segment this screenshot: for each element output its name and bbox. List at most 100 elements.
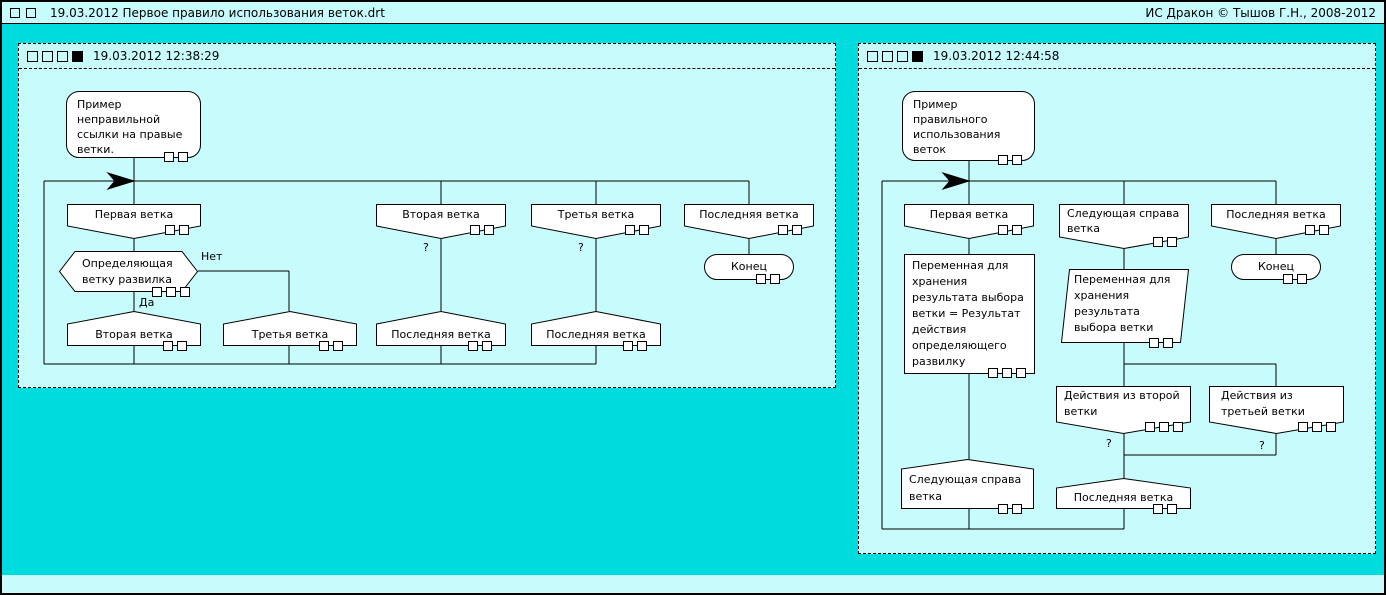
- window-box-icon[interactable]: [10, 7, 20, 18]
- io-node[interactable]: Переменная для хранения результата выбор…: [1060, 269, 1190, 348]
- branch-icon-first[interactable]: Первая ветка: [904, 204, 1034, 240]
- app-credit: ИС Дракон © Тышов Г.Н., 2008-2012: [1145, 5, 1376, 20]
- document-title: 19.03.2012 Первое правило использования …: [50, 5, 385, 20]
- handle-icon[interactable]: [998, 155, 1008, 165]
- handle-icon[interactable]: [1153, 237, 1163, 247]
- handle-icon[interactable]: [1153, 504, 1163, 514]
- panel-box-icon[interactable]: [57, 50, 68, 62]
- node-handles: [998, 155, 1022, 165]
- handle-icon[interactable]: [179, 225, 189, 235]
- handle-icon[interactable]: [998, 225, 1008, 235]
- handle-icon[interactable]: [1298, 422, 1308, 432]
- handle-icon[interactable]: [164, 152, 174, 162]
- node-label: Пример неправильной ссылки на правые вет…: [77, 98, 183, 156]
- handle-icon[interactable]: [180, 287, 190, 297]
- address-icon-last[interactable]: Последняя ветка: [1056, 477, 1191, 514]
- handle-icon[interactable]: [1312, 422, 1322, 432]
- handle-icon[interactable]: [770, 274, 780, 284]
- handle-icon[interactable]: [625, 225, 635, 235]
- handle-icon[interactable]: [1297, 274, 1307, 284]
- fork-yes-label: Да: [139, 296, 155, 309]
- diagram-window-wrong-example[interactable]: 19.03.2012 12:38:29 Пример неправильной …: [18, 43, 836, 388]
- end-node[interactable]: Конец: [1231, 254, 1321, 284]
- branch-icon-last[interactable]: Последняя ветка: [1211, 204, 1341, 240]
- handle-icon[interactable]: [1145, 422, 1155, 432]
- node-handles: [1153, 237, 1177, 247]
- fork-decision-node[interactable]: Определяющая ветку развилка: [58, 251, 199, 297]
- handle-icon[interactable]: [1159, 422, 1169, 432]
- handle-icon[interactable]: [988, 368, 998, 378]
- handle-icon[interactable]: [778, 225, 788, 235]
- node-handles: [165, 225, 189, 235]
- address-icon-last-2[interactable]: Последняя ветка: [531, 310, 661, 351]
- handle-icon[interactable]: [1012, 225, 1022, 235]
- branch-icon-second[interactable]: Вторая ветка: [376, 204, 506, 240]
- handle-icon[interactable]: [1319, 225, 1329, 235]
- handle-icon[interactable]: [1149, 338, 1159, 348]
- panel-box-filled-icon[interactable]: [72, 50, 83, 62]
- handle-icon[interactable]: [1283, 274, 1293, 284]
- case-icon-third[interactable]: Действия из третьей ветки: [1209, 386, 1344, 435]
- node-handles: [1153, 504, 1177, 514]
- handle-icon[interactable]: [482, 341, 492, 351]
- address-shape: [901, 458, 1034, 509]
- flow-arrow-icon: [941, 172, 971, 190]
- panel-box-filled-icon[interactable]: [912, 50, 923, 62]
- handle-icon[interactable]: [177, 341, 187, 351]
- window-box-icon[interactable]: [26, 7, 36, 18]
- handle-icon[interactable]: [639, 225, 649, 235]
- node-handles: [998, 504, 1022, 514]
- handle-icon[interactable]: [484, 225, 494, 235]
- panel-box-icon[interactable]: [882, 50, 893, 62]
- panel-box-icon[interactable]: [867, 50, 878, 62]
- handle-icon[interactable]: [152, 287, 162, 297]
- handle-icon[interactable]: [319, 341, 329, 351]
- branch-icon-next[interactable]: Следующая справа ветка: [1059, 204, 1189, 250]
- handle-icon[interactable]: [637, 341, 647, 351]
- case-icon-second[interactable]: Действия из второй ветки: [1056, 386, 1191, 435]
- branch-icon-third[interactable]: Третья ветка: [531, 204, 661, 240]
- diagram-window-correct-example[interactable]: 19.03.2012 12:44:58 Пример правильного и…: [858, 43, 1376, 554]
- handle-icon[interactable]: [1016, 368, 1026, 378]
- handle-icon[interactable]: [333, 341, 343, 351]
- handle-icon[interactable]: [1326, 422, 1336, 432]
- node-handles: [623, 341, 647, 351]
- handle-icon[interactable]: [166, 287, 176, 297]
- handle-icon[interactable]: [165, 225, 175, 235]
- handle-icon[interactable]: [756, 274, 766, 284]
- address-icon-second[interactable]: Вторая ветка: [67, 310, 201, 351]
- address-icon-next[interactable]: Следующая справа ветка: [901, 458, 1034, 514]
- handle-icon[interactable]: [1167, 237, 1177, 247]
- handle-icon[interactable]: [163, 341, 173, 351]
- node-label: Следующая справа ветка: [909, 473, 1022, 503]
- handle-icon[interactable]: [792, 225, 802, 235]
- handle-icon[interactable]: [470, 225, 480, 235]
- action-node[interactable]: Переменная для хранения результата выбор…: [904, 254, 1035, 378]
- start-node[interactable]: Пример неправильной ссылки на правые вет…: [66, 91, 201, 162]
- end-node[interactable]: Конец: [704, 254, 794, 284]
- panel-box-icon[interactable]: [897, 50, 908, 62]
- handle-icon[interactable]: [998, 504, 1008, 514]
- handle-icon[interactable]: [623, 341, 633, 351]
- handle-icon[interactable]: [1305, 225, 1315, 235]
- handle-icon[interactable]: [1002, 368, 1012, 378]
- handle-icon[interactable]: [468, 341, 478, 351]
- branch-icon-first[interactable]: Первая ветка: [67, 204, 201, 240]
- address-icon-third[interactable]: Третья ветка: [223, 310, 357, 351]
- address-icon-last-1[interactable]: Последняя ветка: [376, 310, 506, 351]
- handle-icon[interactable]: [1012, 504, 1022, 514]
- handle-icon[interactable]: [1173, 422, 1183, 432]
- handle-icon[interactable]: [178, 152, 188, 162]
- node-handles: [625, 225, 649, 235]
- handle-icon[interactable]: [1167, 504, 1177, 514]
- start-node[interactable]: Пример правильного использования веток: [902, 91, 1035, 165]
- panel-box-icon[interactable]: [42, 50, 53, 62]
- panel-box-icon[interactable]: [27, 50, 38, 62]
- node-label: Последняя ветка: [391, 328, 491, 341]
- question-label: ?: [423, 241, 429, 254]
- handle-icon[interactable]: [1012, 155, 1022, 165]
- title-bar: 19.03.2012 Первое правило использования …: [2, 2, 1384, 24]
- handle-icon[interactable]: [1163, 338, 1173, 348]
- branch-icon-last[interactable]: Последняя ветка: [684, 204, 814, 240]
